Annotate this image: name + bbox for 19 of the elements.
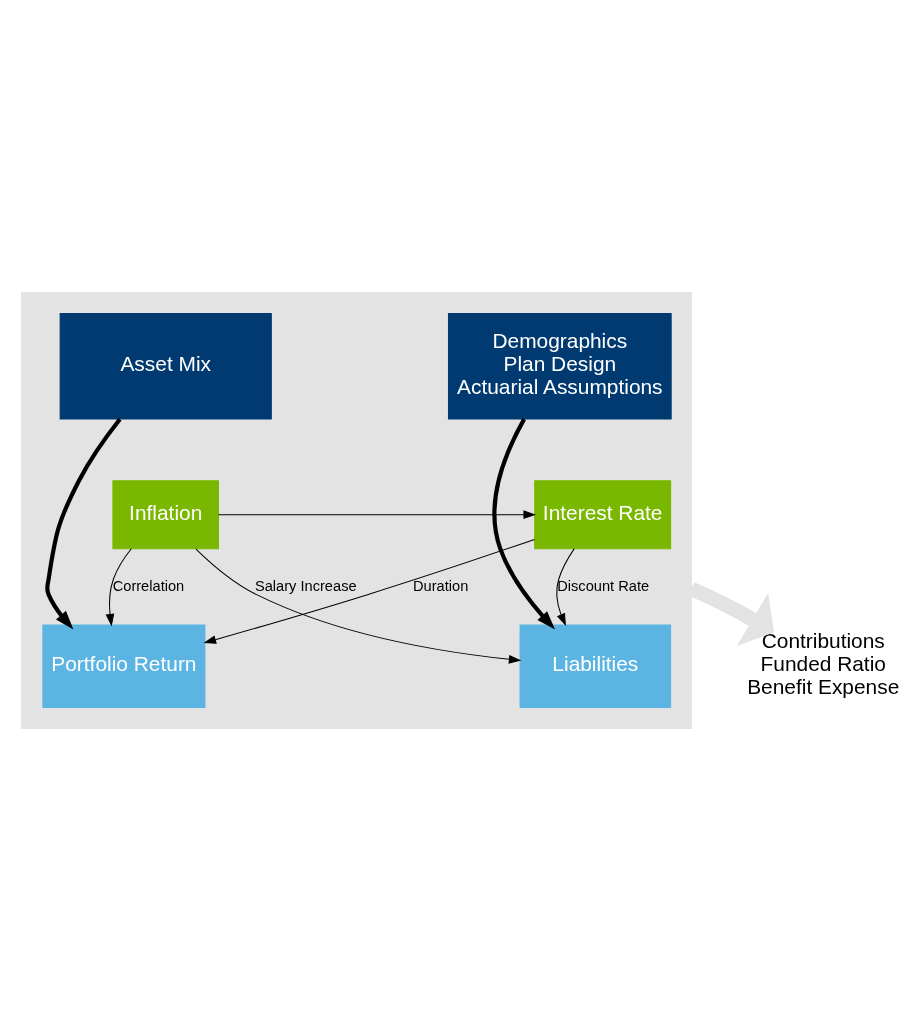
edge-label: Salary Increase bbox=[254, 577, 357, 594]
arrow bbox=[45, 417, 122, 630]
cluster bbox=[20, 292, 693, 729]
arrow bbox=[105, 548, 132, 627]
edge-label: Discount Rate bbox=[557, 577, 650, 594]
edge-label: Correlation bbox=[112, 577, 185, 594]
node-box: Interest Rate bbox=[534, 480, 672, 550]
arrow bbox=[218, 510, 536, 520]
arrow bbox=[203, 538, 535, 644]
node-text: Contributions Funded Ratio Benefit Expense bbox=[747, 629, 900, 699]
arrow bbox=[556, 548, 575, 627]
arrow bbox=[195, 548, 522, 664]
node-box: Liabilities bbox=[519, 624, 672, 709]
edge-label: Duration bbox=[413, 577, 469, 594]
arrow bbox=[492, 418, 556, 630]
node-box: Portfolio Return bbox=[42, 624, 206, 709]
node-box: Demographics Plan Design Actuarial Assumptions bbox=[447, 312, 672, 420]
node-box: Asset Mix bbox=[59, 312, 272, 420]
node-box: Inflation bbox=[112, 480, 220, 550]
